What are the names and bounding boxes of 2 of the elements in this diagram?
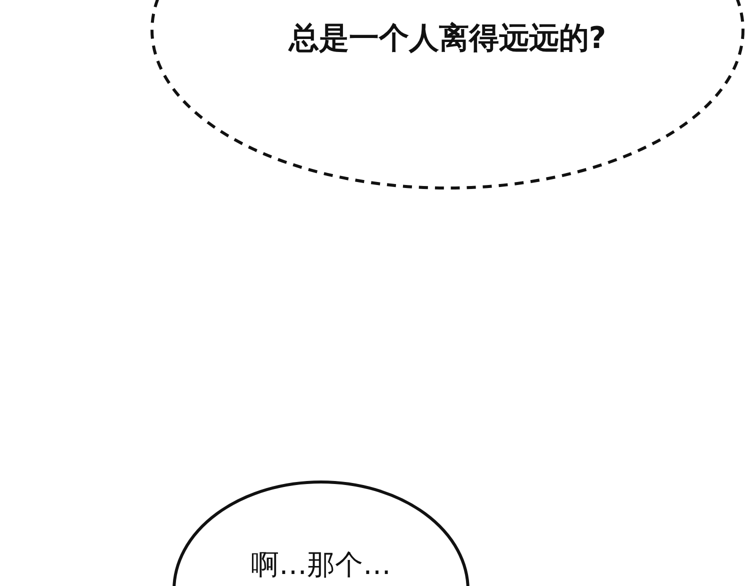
speech-text: 总是一个人离得远远的? xyxy=(287,20,608,58)
speech-text: 啊…那个… xyxy=(250,547,392,583)
